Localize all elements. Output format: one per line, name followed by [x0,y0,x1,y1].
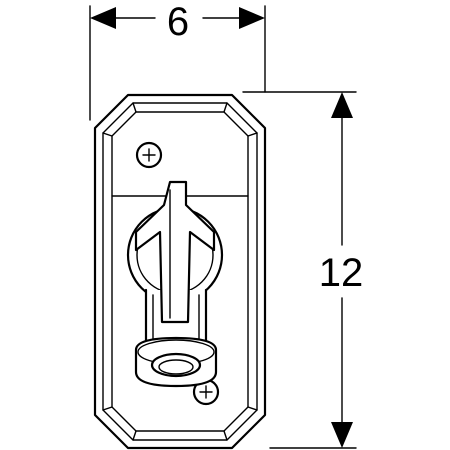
height-arrow-top [331,92,353,118]
valve-assembly [126,180,224,388]
width-label: 6 [167,0,189,44]
valve-handle [134,180,216,324]
connector-opening [150,352,202,378]
height-arrow-bottom [331,422,353,448]
height-dimension: 12 [242,91,364,449]
width-arrow-left [90,7,116,29]
height-label: 12 [319,251,364,295]
screw-top [135,141,163,169]
width-arrow-right [239,7,265,29]
width-dimension: 6 [89,0,266,121]
